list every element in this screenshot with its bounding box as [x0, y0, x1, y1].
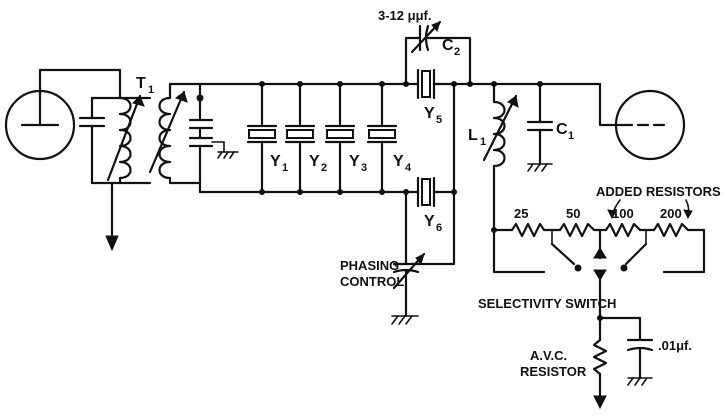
- selectivity-switch: [550, 228, 648, 320]
- output-tube: [598, 82, 686, 161]
- t1-secondary: [148, 82, 239, 194]
- y1-sub: 1: [282, 162, 288, 174]
- crystal-y6: [416, 82, 456, 208]
- r100-label: 100: [612, 206, 634, 221]
- avc-label-1: A.V.C.: [530, 348, 567, 363]
- y5-label: Y: [424, 105, 435, 122]
- c2-sub: 2: [454, 46, 460, 58]
- t1-sub: 1: [148, 84, 154, 96]
- crystal-y2: [284, 82, 316, 194]
- l1-coil: [482, 82, 519, 232]
- r25-label: 25: [514, 206, 528, 221]
- crystal-y5: [416, 68, 602, 100]
- added-resistors-label: ADDED RESISTORS: [596, 184, 721, 199]
- crystal-y4: [366, 82, 398, 194]
- c2-value: 3-12 μμf.: [378, 8, 431, 23]
- l1-sub: 1: [480, 136, 486, 148]
- cap-01-label: .01μf.: [658, 338, 692, 353]
- y1-label: Y: [270, 153, 281, 170]
- r200-label: 200: [660, 206, 682, 221]
- added-resistors-arrows: [607, 199, 693, 220]
- c1-sub: 1: [568, 130, 574, 142]
- c2-label: C: [442, 37, 454, 54]
- c1-label: C: [556, 121, 568, 138]
- junction-dots: [196, 81, 603, 321]
- y3-label: Y: [349, 153, 360, 170]
- input-tube: [4, 76, 76, 161]
- t1-label: T: [136, 75, 146, 92]
- avc-label-2: RESISTOR: [520, 364, 587, 379]
- y4-label: Y: [393, 153, 404, 170]
- crystal-y3: [324, 82, 356, 194]
- r50-label: 50: [566, 206, 580, 221]
- c1-capacitor: [526, 82, 554, 172]
- y6-label: Y: [424, 213, 435, 230]
- phasing-label-2: CONTROL: [340, 274, 404, 289]
- y6-sub: 6: [436, 222, 442, 234]
- cap-01: [626, 338, 654, 386]
- y4-sub: 4: [405, 162, 412, 174]
- l1-label: L: [468, 127, 478, 144]
- resistor-chain: [492, 222, 706, 274]
- y2-label: Y: [309, 153, 320, 170]
- selectivity-label: SELECTIVITY SWITCH: [478, 296, 616, 311]
- crystal-y1: [246, 82, 278, 194]
- t1-primary: [38, 68, 152, 252]
- phasing-label-1: PHASING: [340, 258, 399, 273]
- avc-resistor: [592, 316, 642, 410]
- phasing-control-capacitor: [391, 190, 456, 325]
- y3-sub: 3: [361, 162, 367, 174]
- c2-capacitor: [404, 20, 472, 86]
- y5-sub: 5: [436, 114, 442, 126]
- y2-sub: 2: [321, 162, 327, 174]
